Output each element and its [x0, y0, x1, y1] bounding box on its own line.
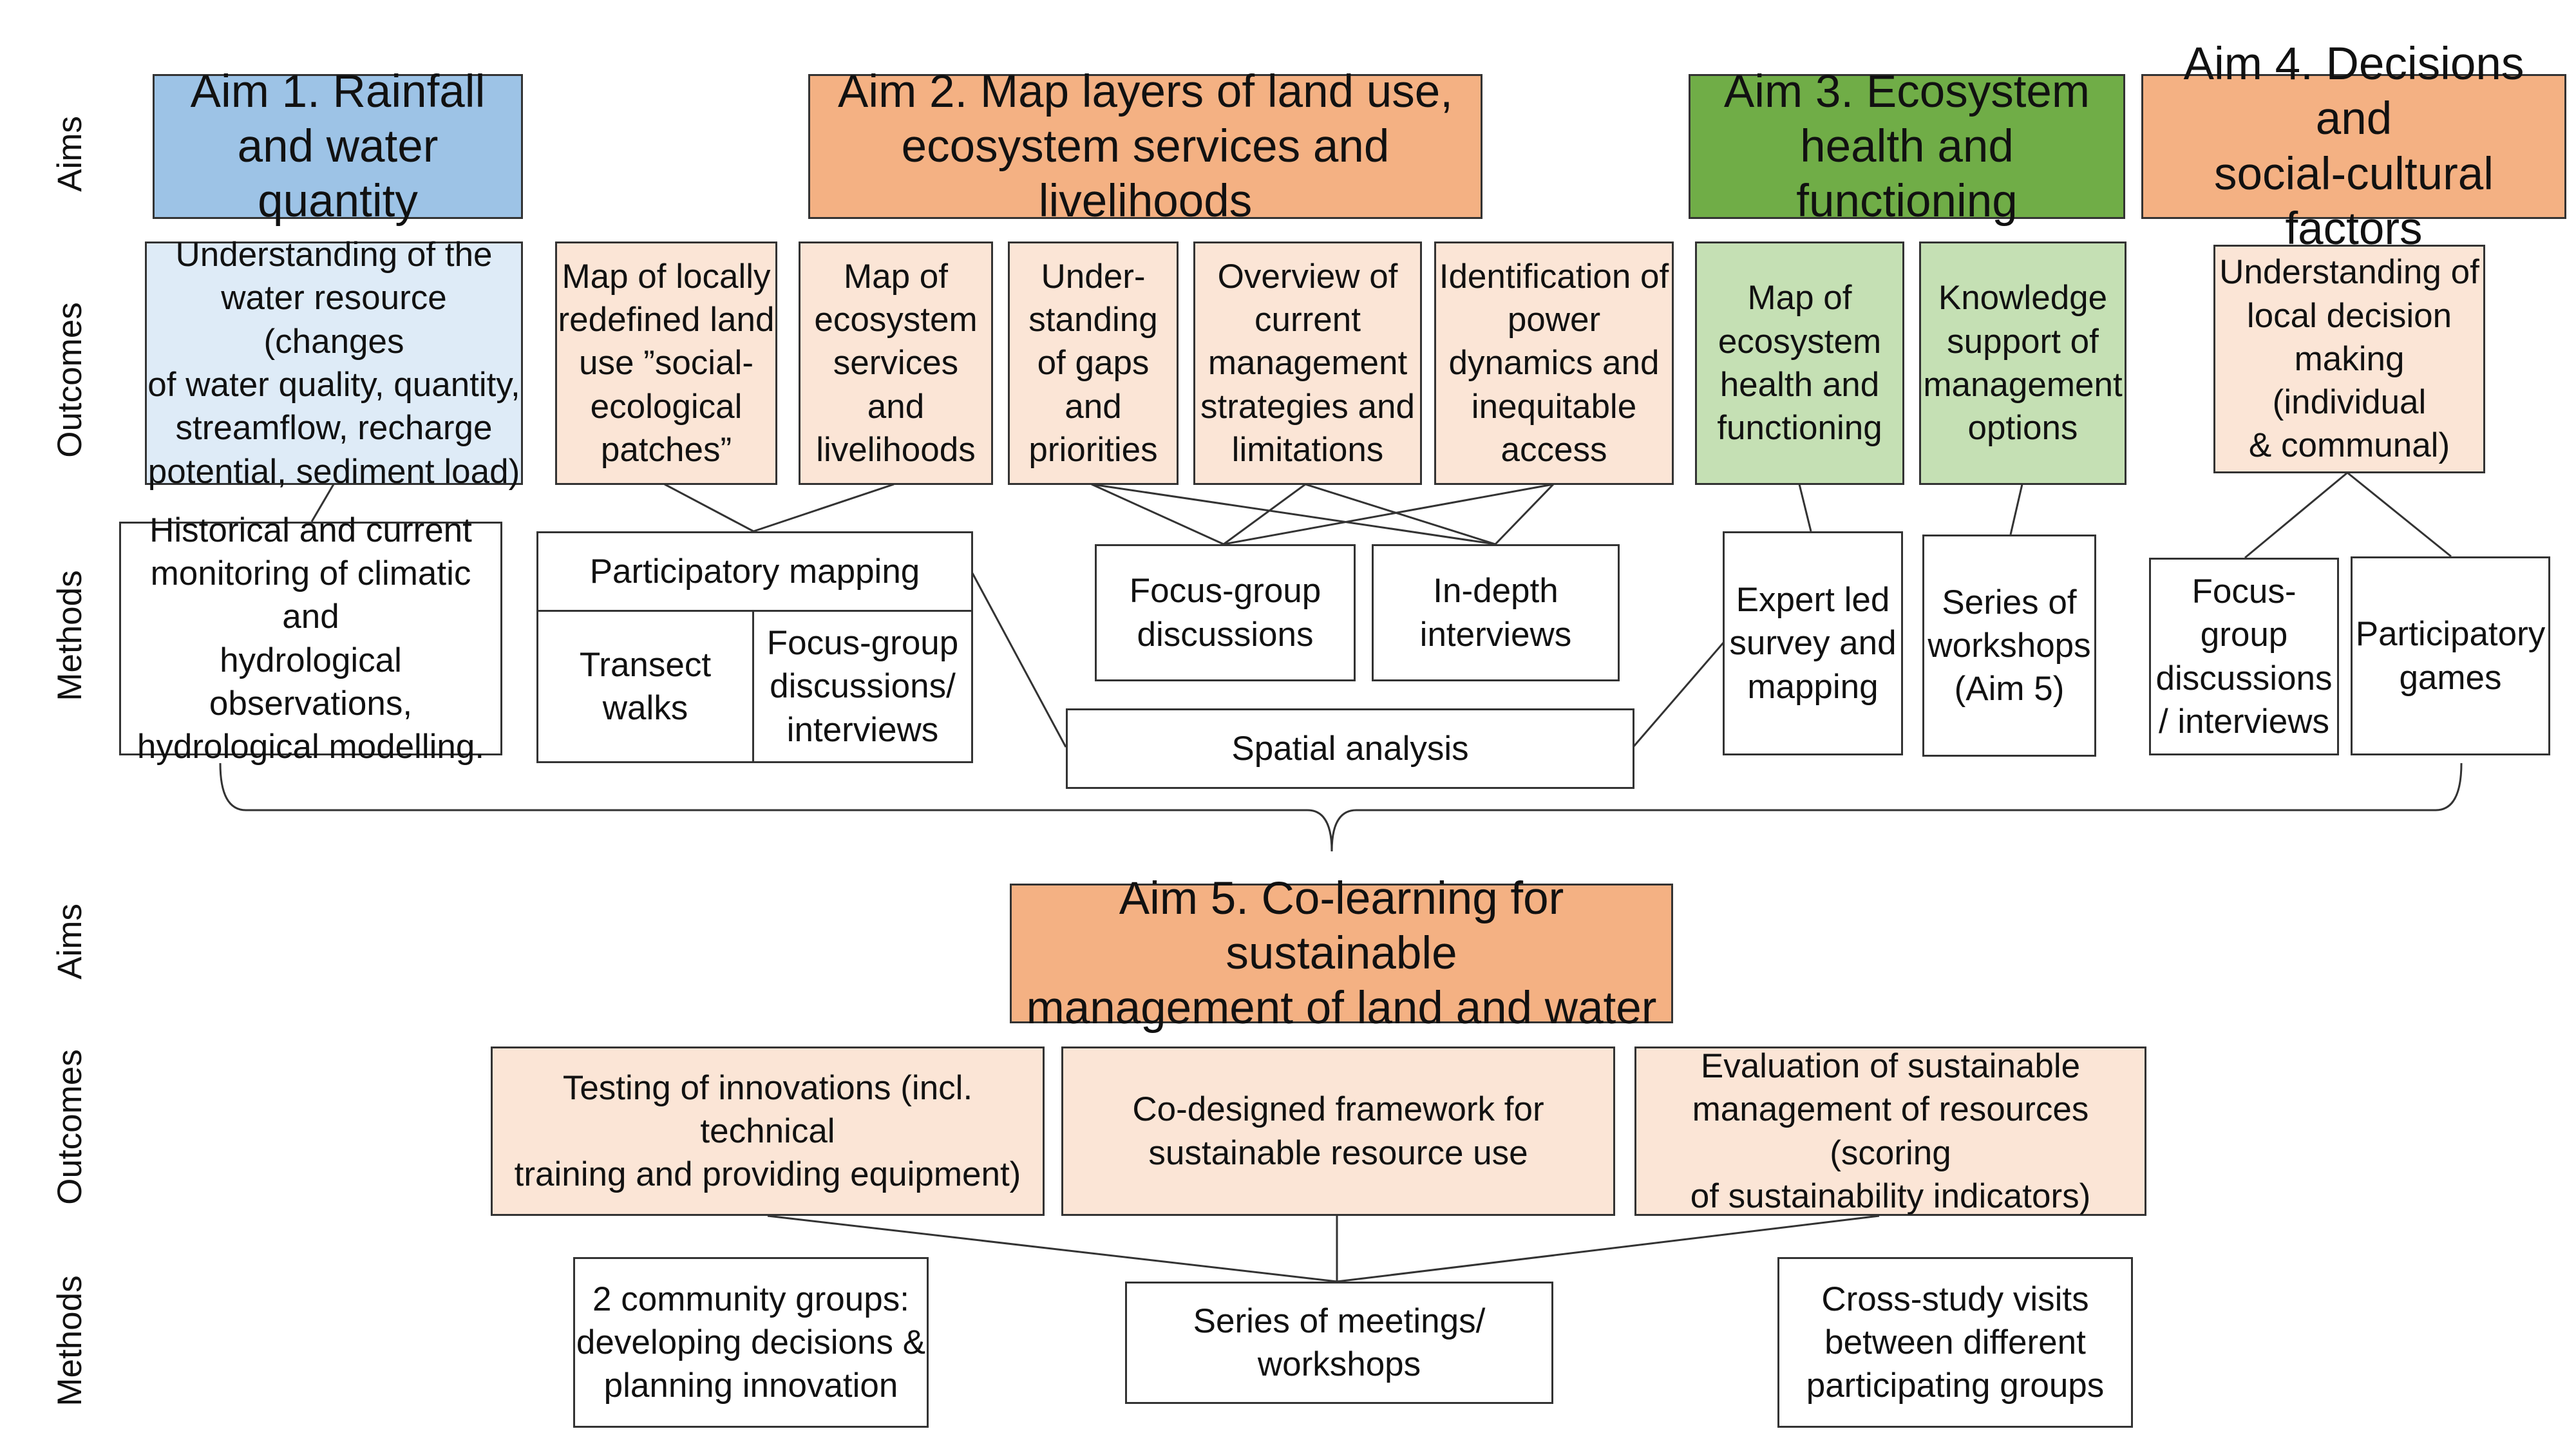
row-label-aims: Aims — [51, 116, 89, 192]
outcome-testing-innovations: Testing of innovations (incl. technical … — [491, 1046, 1045, 1216]
method-spatial-analysis: Spatial analysis — [1066, 708, 1634, 789]
link-power-interviews — [1494, 483, 1555, 545]
link-ecosystem-mapping — [753, 483, 895, 533]
link-health-expert — [1798, 484, 1812, 532]
outcome-land-use-map: Map of locally redefined land use ”socia… — [555, 242, 777, 485]
link-mapping-spatial — [971, 573, 1067, 748]
outcome-power-dynamics: Identification of power dynamics and ine… — [1434, 242, 1674, 485]
row-label-aims: Aims — [51, 904, 89, 980]
outcome-evaluation: Evaluation of sustainable management of … — [1634, 1046, 2146, 1216]
method-expert-survey: Expert led survey and mapping — [1723, 531, 1903, 755]
outcome-water-resource: Understanding of the water resource (cha… — [145, 236, 523, 491]
outcome-codesigned-framework: Co-designed framework for sustainable re… — [1061, 1046, 1615, 1216]
link-management-focus — [1223, 483, 1306, 545]
link-testing-meetings — [767, 1215, 1338, 1283]
link-water-monitoring — [310, 484, 335, 522]
link-decision-focus — [2244, 471, 2348, 559]
outcome-local-decision: Understanding of local decision making (… — [2213, 245, 2485, 473]
link-power-focus — [1223, 483, 1554, 545]
outcome-ecosystem-health-map: Map of ecosystem health and functioning — [1695, 242, 1904, 485]
method-in-depth-interviews: In-depth interviews — [1372, 544, 1620, 681]
link-spatial-expert — [1632, 642, 1725, 748]
outcome-knowledge-support: Knowledge support of management options — [1919, 242, 2126, 485]
aim4-box: Aim 4. Decisions and social-cultural fac… — [2141, 39, 2566, 254]
method-meetings-workshops: Series of meetings/ workshops — [1125, 1282, 1553, 1404]
outcome-gaps-priorities: Under- standing of gaps and priorities — [1008, 242, 1179, 485]
method-focus-group-interviews-aim4: Focus- group discussions / interviews — [2149, 558, 2339, 755]
outcome-management-overview: Overview of current management strategie… — [1193, 242, 1422, 485]
method-participatory-games: Participatory games — [2351, 556, 2550, 755]
method-participatory-mapping: Participatory mapping — [536, 531, 973, 612]
link-landuse-mapping — [664, 483, 754, 533]
link-gaps-focus — [1091, 483, 1224, 545]
method-community-groups: 2 community groups: developing decisions… — [573, 1257, 929, 1428]
row-label-methods: Methods — [51, 1275, 89, 1406]
method-cross-study-visits: Cross-study visits between different par… — [1777, 1257, 2133, 1428]
method-focus-group-interviews: Focus-group discussions/ interviews — [752, 610, 973, 763]
row-label-outcomes: Outcomes — [51, 302, 89, 458]
row-label-outcomes: Outcomes — [51, 1049, 89, 1205]
link-decision-games — [2347, 471, 2452, 558]
method-transect-walks: Transect walks — [536, 610, 754, 763]
method-focus-group-discussions: Focus-group discussions — [1095, 544, 1356, 681]
row-label-methods: Methods — [51, 570, 89, 701]
link-evaluation-meetings — [1336, 1215, 1880, 1283]
aim3-box: Aim 3. Ecosystem health and functioning — [1689, 66, 2125, 227]
method-workshops-aim5: Series of workshops (Aim 5) — [1922, 535, 2096, 757]
outcome-ecosystem-services-map: Map of ecosystem services and livelihood… — [799, 242, 993, 485]
aim5-box: Aim 5. Co-learning for sustainable manag… — [1010, 873, 1673, 1034]
link-management-interviews — [1305, 483, 1496, 545]
link-knowledge-workshops — [2009, 484, 2023, 535]
aim1-box: Aim 1. Rainfall and water quantity — [153, 66, 523, 227]
grouping-brace — [219, 762, 2463, 852]
link-gaps-interviews — [1091, 483, 1496, 545]
method-monitoring: Historical and current monitoring of cli… — [119, 511, 502, 766]
aim2-box: Aim 2. Map layers of land use, ecosystem… — [808, 66, 1482, 227]
